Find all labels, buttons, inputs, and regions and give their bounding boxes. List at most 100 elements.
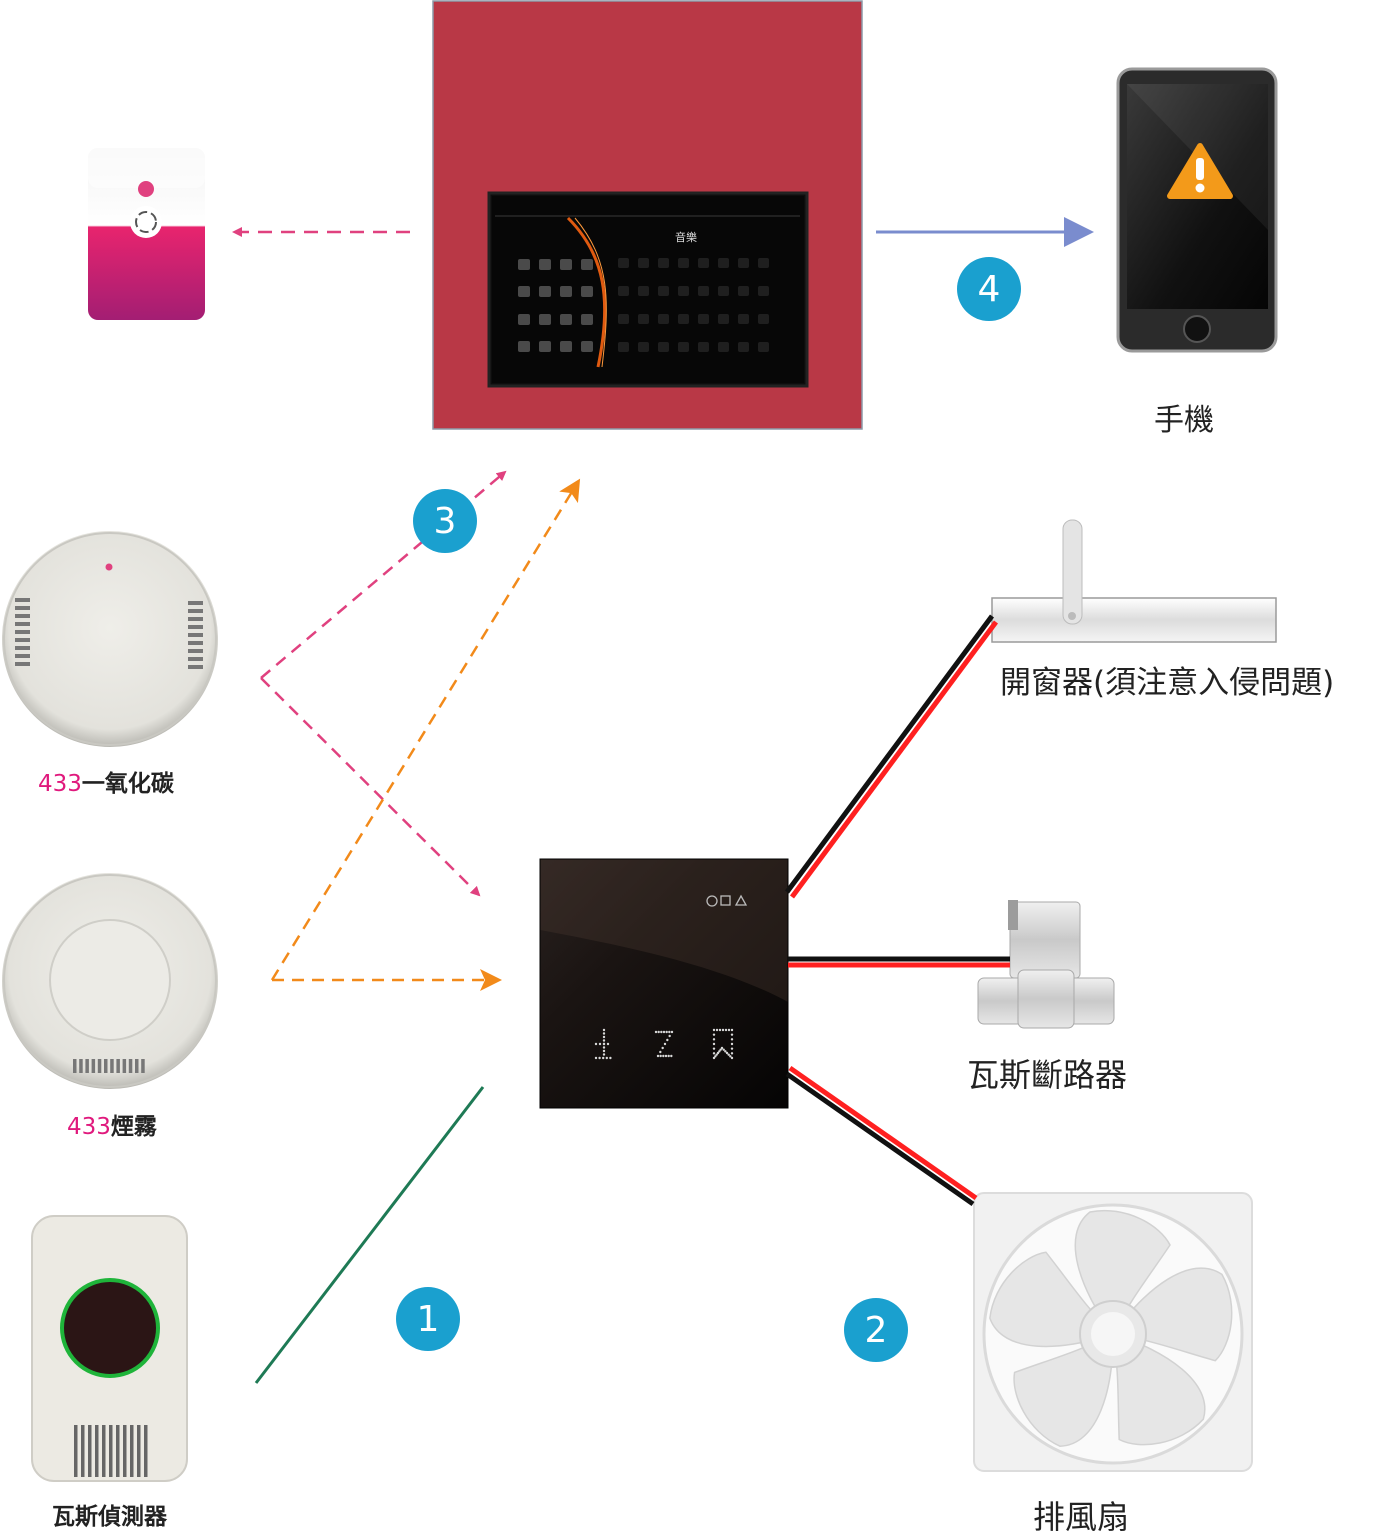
tablet-app-icon: [678, 258, 689, 268]
tablet-app-icon: [738, 342, 749, 352]
vent-slot: [81, 1425, 85, 1477]
hub-button-dot: [730, 1038, 734, 1041]
hub-button-dot: [730, 1056, 734, 1060]
vent-slot: [15, 614, 30, 618]
hub-button-dot: [721, 1028, 725, 1032]
hub-button-dot: [730, 1028, 734, 1032]
warning-icon: [1167, 143, 1233, 199]
hub-button-dot: [598, 1042, 602, 1046]
siren-indicator-icon: [138, 181, 154, 197]
hub-button-dot: [659, 1050, 662, 1054]
hub-button-dot: [719, 1048, 722, 1051]
hub-button-dot: [720, 1046, 724, 1050]
vent-slot: [95, 1425, 99, 1477]
vent-slot: [73, 1059, 77, 1073]
gas-shutoff-valve: [977, 900, 1115, 1029]
tablet-app-icon: [539, 341, 551, 352]
tablet-app-icon: [539, 259, 551, 270]
vent-slot: [188, 665, 203, 669]
arrow-smoke-to-panel: [270, 478, 581, 981]
tablet-app-icon: [698, 286, 709, 296]
co-detector-prefix: 433: [38, 771, 82, 797]
phone-label: 手機: [1154, 403, 1214, 438]
vent-slot: [135, 1059, 139, 1073]
tablet-app-icon: [678, 342, 689, 352]
hub-button-dot: [715, 1028, 719, 1032]
hub-button-dot: [602, 1032, 606, 1035]
tablet-app-icon: [618, 314, 629, 324]
vent-slot: [88, 1425, 92, 1477]
tablet-app-icon: [618, 258, 629, 268]
vent-slot: [97, 1059, 102, 1073]
hub-button-dot: [712, 1033, 716, 1036]
hub-button-dot: [718, 1050, 721, 1053]
tablet-app-icon: [638, 314, 649, 324]
smoke-detector-label: 433煙霧: [67, 1107, 157, 1141]
vent-slot: [188, 641, 203, 645]
hub-button-dot: [725, 1051, 729, 1055]
vent-slot: [188, 617, 203, 621]
hub-button-dot: [712, 1028, 716, 1032]
vent-slot: [74, 1425, 78, 1477]
hub-button-dot: [729, 1055, 732, 1058]
arrow-co-to-hub: [260, 677, 481, 897]
vent-slot: [128, 1059, 133, 1073]
vent-slot: [123, 1425, 127, 1477]
hub-button-dot: [656, 1054, 660, 1058]
window-opener: [991, 519, 1277, 643]
tablet-app-icon: [581, 341, 593, 352]
vent-slot: [144, 1425, 148, 1477]
step-badge-4: 4: [957, 257, 1021, 321]
hub-button-dot: [727, 1053, 730, 1056]
vent-slot: [188, 633, 203, 637]
tablet-app-icon: [518, 314, 530, 325]
tablet-app-icon: [698, 258, 709, 268]
hub-button-dot: [594, 1056, 598, 1060]
vent-slot: [188, 609, 203, 613]
tablet-app-icon: [678, 286, 689, 296]
hub-button-dot: [712, 1038, 716, 1041]
fan-blade: [1112, 1332, 1206, 1446]
hub-button-dot: [712, 1042, 716, 1046]
vent-slot: [130, 1425, 134, 1477]
hub-button-dot: [594, 1042, 598, 1046]
smoke-detector-name: 煙霧: [110, 1114, 157, 1140]
tablet-app-icon: [658, 314, 669, 324]
hub-button-dot: [668, 1034, 671, 1038]
tablet-app-icon: [758, 314, 769, 324]
hub-button-dot: [602, 1053, 606, 1056]
vent-slot: [91, 1059, 96, 1073]
hub-button-dot: [715, 1053, 718, 1056]
hub-button-dot: [663, 1042, 667, 1046]
hub-button-dot: [609, 1056, 612, 1060]
tablet-app-icon: [539, 314, 551, 325]
smart-hub-controller: [539, 858, 789, 1109]
vent-slot: [188, 601, 203, 605]
hub-button-dot: [730, 1052, 734, 1055]
tablet-app-icon: [718, 314, 729, 324]
vent-slot: [109, 1425, 113, 1477]
line-gas-detector-to-hub: [254, 1086, 485, 1384]
hub-symbols-icon: [706, 894, 748, 907]
hub-button-dot: [668, 1030, 671, 1034]
tablet-app-icon: [758, 258, 769, 268]
tablet-app-icon: [718, 258, 729, 268]
tablet-app-icon: [758, 286, 769, 296]
tablet-app-icon: [718, 342, 729, 352]
vent-slot: [15, 638, 30, 642]
tablet-app-icon: [518, 259, 530, 270]
exhaust-fan-label: 排風扇: [1033, 1498, 1130, 1536]
hub-button-dot: [602, 1039, 606, 1042]
hub-button-dot: [727, 1028, 731, 1032]
hub-button-dot: [670, 1054, 673, 1058]
tablet-app-icon: [560, 314, 572, 325]
tablet-app-icon: [560, 259, 572, 270]
hub-button-dot: [712, 1056, 716, 1060]
tablet-app-icon: [581, 286, 593, 297]
tablet-app-icon: [738, 286, 749, 296]
hub-button-dot: [714, 1055, 717, 1058]
vent-slot: [15, 606, 30, 610]
phone-home-button: [1183, 315, 1211, 343]
tablet-app-grid: [518, 258, 769, 352]
hub-button-dot: [662, 1054, 665, 1058]
